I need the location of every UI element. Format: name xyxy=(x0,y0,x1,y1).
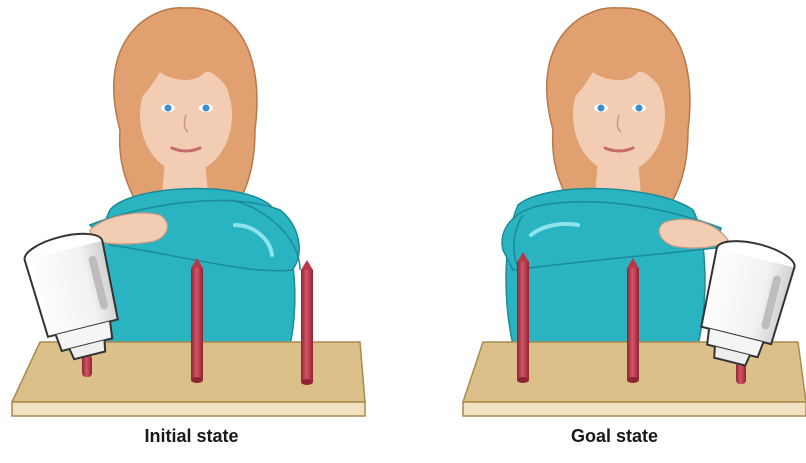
peg-icon xyxy=(82,355,92,377)
peg-icon xyxy=(517,252,529,383)
initial-state-caption: Initial state xyxy=(0,426,393,447)
initial-state-illustration xyxy=(0,0,403,420)
goal-state-illustration xyxy=(403,0,806,420)
initial-state-panel: Initial state xyxy=(0,0,403,463)
peg-icon xyxy=(301,260,313,385)
goal-state-caption: Goal state xyxy=(413,426,806,447)
peg-icon xyxy=(627,258,639,383)
peg-icon xyxy=(191,258,203,383)
goal-state-panel: Goal state xyxy=(403,0,806,463)
girl-figure-icon xyxy=(502,8,728,345)
